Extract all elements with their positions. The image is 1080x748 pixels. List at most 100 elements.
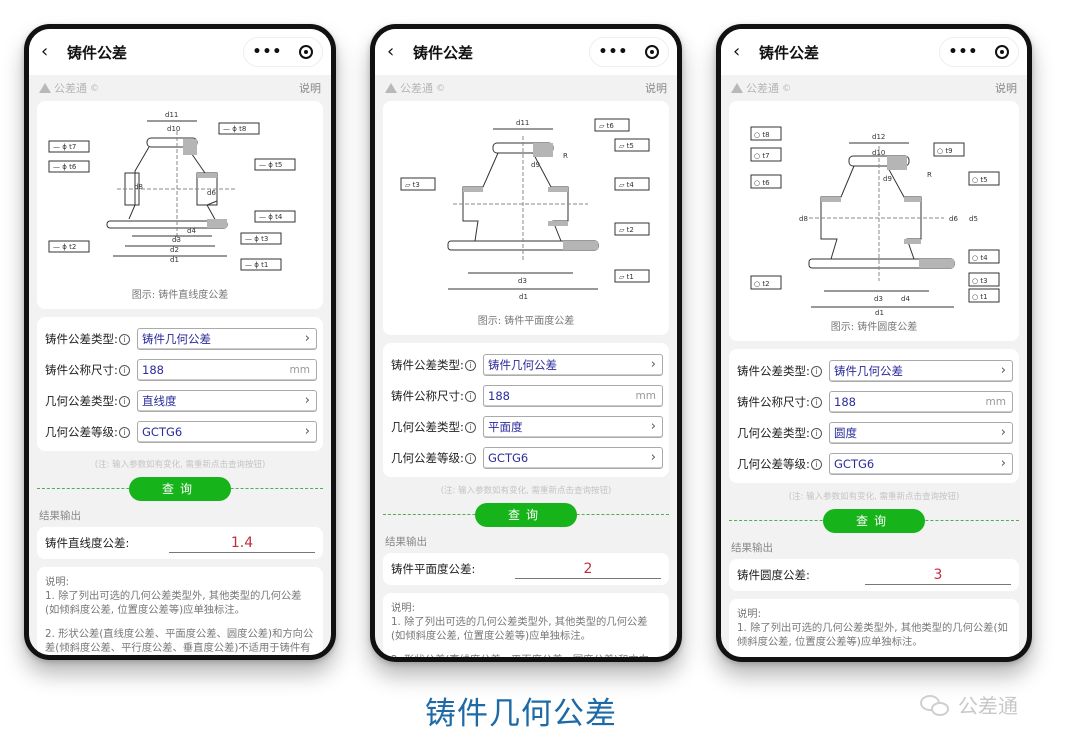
svg-text:— ϕ t4: — ϕ t4	[259, 213, 283, 221]
result-label: 铸件平面度公差:	[391, 562, 476, 576]
query-row: 查询	[721, 506, 1027, 536]
svg-text:▱ t5: ▱ t5	[619, 142, 634, 150]
brand-logo: 公差通©	[731, 80, 791, 96]
close-target-icon[interactable]	[995, 45, 1010, 59]
info-icon[interactable]: i	[464, 359, 476, 371]
svg-text:d10: d10	[872, 149, 885, 157]
info-icon[interactable]: i	[810, 427, 822, 439]
description-card: 说明: 1. 除了列出可选的几何公差类型外, 其他类型的几何公差(如倾斜度公差,…	[37, 567, 323, 655]
brand-row: 公差通© 说明	[721, 75, 1027, 101]
query-button[interactable]: 查询	[129, 477, 231, 501]
field-label: 铸件公称尺寸:i	[737, 394, 829, 410]
result-card: 铸件平面度公差: 2	[383, 553, 669, 585]
chevron-right-icon: ›	[304, 393, 310, 408]
footer-brand: 公差通	[920, 690, 1018, 719]
result-label: 铸件直线度公差:	[45, 536, 130, 550]
result-card: 铸件直线度公差: 1.4	[37, 527, 323, 559]
description-card: 说明: 1. 除了列出可选的几何公差类型外, 其他类型的几何公差(如倾斜度公差,…	[383, 593, 669, 657]
help-link[interactable]: 说明	[299, 82, 321, 95]
svg-text:— ϕ t2: — ϕ t2	[53, 243, 76, 251]
query-button[interactable]: 查询	[823, 509, 925, 533]
svg-text:d3: d3	[518, 277, 527, 285]
grade-select[interactable]: GCTG6›	[829, 452, 1013, 475]
svg-text:d11: d11	[165, 111, 178, 119]
help-link[interactable]: 说明	[645, 82, 667, 95]
info-icon[interactable]: i	[118, 426, 130, 438]
description-item-1: 1. 除了列出可选的几何公差类型外, 其他类型的几何公差(如倾斜度公差, 位置度…	[45, 590, 302, 616]
help-link[interactable]: 说明	[995, 82, 1017, 95]
svg-text:d8: d8	[134, 183, 143, 191]
more-icon[interactable]: •••	[948, 44, 979, 60]
info-icon[interactable]: i	[464, 421, 476, 433]
svg-text:○ t9: ○ t9	[937, 147, 953, 155]
info-icon[interactable]: i	[118, 333, 130, 345]
description-title: 说明:	[391, 602, 416, 614]
casting-type-select[interactable]: 铸件几何公差›	[137, 327, 317, 350]
info-icon[interactable]: i	[118, 364, 130, 376]
page-title: 铸件公差	[759, 43, 820, 62]
footer-title: 铸件几何公差	[425, 696, 617, 732]
footer-brand-name: 公差通	[958, 694, 1018, 718]
back-icon[interactable]: ‹	[387, 41, 395, 62]
input-note: (注: 输入参数如有变化, 需重新点击查询按钮)	[440, 486, 612, 496]
svg-text:○ t8: ○ t8	[754, 131, 770, 139]
description-item-1: 1. 除了列出可选的几何公差类型外, 其他类型的几何公差(如倾斜度公差, 位置度…	[391, 616, 648, 642]
chevron-right-icon: ›	[1000, 425, 1006, 440]
close-target-icon[interactable]	[645, 45, 660, 59]
diagram-caption: 图示: 铸件直线度公差	[131, 290, 229, 301]
query-button[interactable]: 查询	[475, 503, 577, 527]
svg-text:d4: d4	[187, 227, 196, 235]
info-icon[interactable]: i	[118, 395, 130, 407]
field-label: 铸件公称尺寸:i	[45, 362, 137, 378]
more-icon[interactable]: •••	[598, 44, 629, 60]
geometric-type-select[interactable]: 圆度›	[829, 421, 1013, 444]
field-label: 几何公差等级:i	[45, 424, 137, 440]
result-card: 铸件圆度公差: 3	[729, 559, 1019, 591]
svg-text:d3: d3	[172, 236, 181, 244]
result-heading: 结果输出	[39, 510, 81, 522]
info-icon[interactable]: i	[810, 396, 822, 408]
more-icon[interactable]: •••	[252, 44, 283, 60]
form-row-casting-type: 铸件公差类型:i 铸件几何公差›	[45, 323, 317, 354]
form-row-geometric-type: 几何公差类型:i 圆度›	[737, 417, 1013, 448]
brand-logo: 公差通©	[385, 80, 445, 96]
casting-type-select[interactable]: 铸件几何公差›	[829, 359, 1013, 382]
geometric-type-select[interactable]: 直线度›	[137, 389, 317, 412]
info-icon[interactable]: i	[810, 365, 822, 377]
close-target-icon[interactable]	[299, 45, 314, 59]
geometric-type-select[interactable]: 平面度›	[483, 415, 663, 438]
grade-select[interactable]: GCTG6›	[137, 420, 317, 443]
chevron-right-icon: ›	[650, 419, 656, 434]
description-item-2: 2. 形状公差(直线度公差、平面度公差、圆度公差)和方向公差(倾斜度公差、平行度…	[45, 628, 314, 654]
back-icon[interactable]: ‹	[41, 41, 49, 62]
svg-text:○ t1: ○ t1	[972, 293, 988, 301]
unit-label: mm	[635, 389, 656, 402]
grade-select[interactable]: GCTG6›	[483, 446, 663, 469]
result-value: 3	[865, 566, 1011, 585]
info-icon[interactable]: i	[464, 452, 476, 464]
svg-text:d6: d6	[207, 189, 216, 197]
info-icon[interactable]: i	[464, 390, 476, 402]
query-row: 查询	[375, 500, 677, 530]
casting-type-select[interactable]: 铸件几何公差›	[483, 353, 663, 376]
svg-text:d10: d10	[167, 125, 180, 133]
field-label: 铸件公称尺寸:i	[391, 388, 483, 404]
svg-text:— ϕ t6: — ϕ t6	[53, 163, 77, 171]
logo-triangle-icon	[385, 83, 397, 93]
svg-text:— ϕ t1: — ϕ t1	[245, 261, 268, 269]
result-label: 铸件圆度公差:	[737, 568, 810, 582]
svg-text:d1: d1	[875, 309, 884, 317]
back-icon[interactable]: ‹	[733, 41, 741, 62]
info-icon[interactable]: i	[810, 458, 822, 470]
unit-label: mm	[289, 363, 310, 376]
